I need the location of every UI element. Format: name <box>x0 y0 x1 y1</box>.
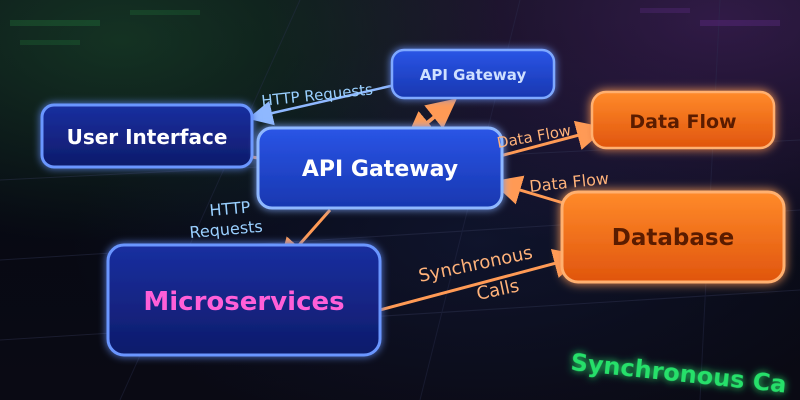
node-user-interface-label: User Interface <box>67 125 228 149</box>
node-microservices[interactable]: Microservices <box>106 243 382 357</box>
edge-database-to-gateway <box>491 175 571 207</box>
edge-label-http-requests-top: HTTP Requests <box>261 80 374 110</box>
edge-gateway-to-dataflow <box>499 120 607 158</box>
node-user-interface[interactable]: User Interface <box>40 103 254 169</box>
edge-gateway-small-gateway-back <box>419 98 458 130</box>
node-data-flow-label: Data Flow <box>629 111 736 133</box>
node-api-gateway-main[interactable]: API Gateway <box>256 126 504 210</box>
edges <box>203 83 607 312</box>
node-database-label: Database <box>612 225 734 251</box>
node-data-flow[interactable]: Data Flow <box>590 90 776 150</box>
edge-label-sync-line2: Calls <box>475 275 521 304</box>
node-api-gateway-small-label: API Gateway <box>420 66 527 84</box>
edge-label-http-line2: Requests <box>189 217 264 242</box>
edge-microservices-to-database <box>379 248 584 312</box>
node-microservices-label: Microservices <box>143 287 344 317</box>
node-api-gateway-main-label: API Gateway <box>302 157 458 182</box>
edge-small-gateway-to-ui <box>247 83 396 126</box>
node-api-gateway-small[interactable]: API Gateway <box>390 48 556 100</box>
footer-synchronous-text: Synchronous Ca <box>569 348 788 399</box>
node-database[interactable]: Database <box>560 190 786 284</box>
edge-label-http-line1: HTTP <box>209 197 252 220</box>
